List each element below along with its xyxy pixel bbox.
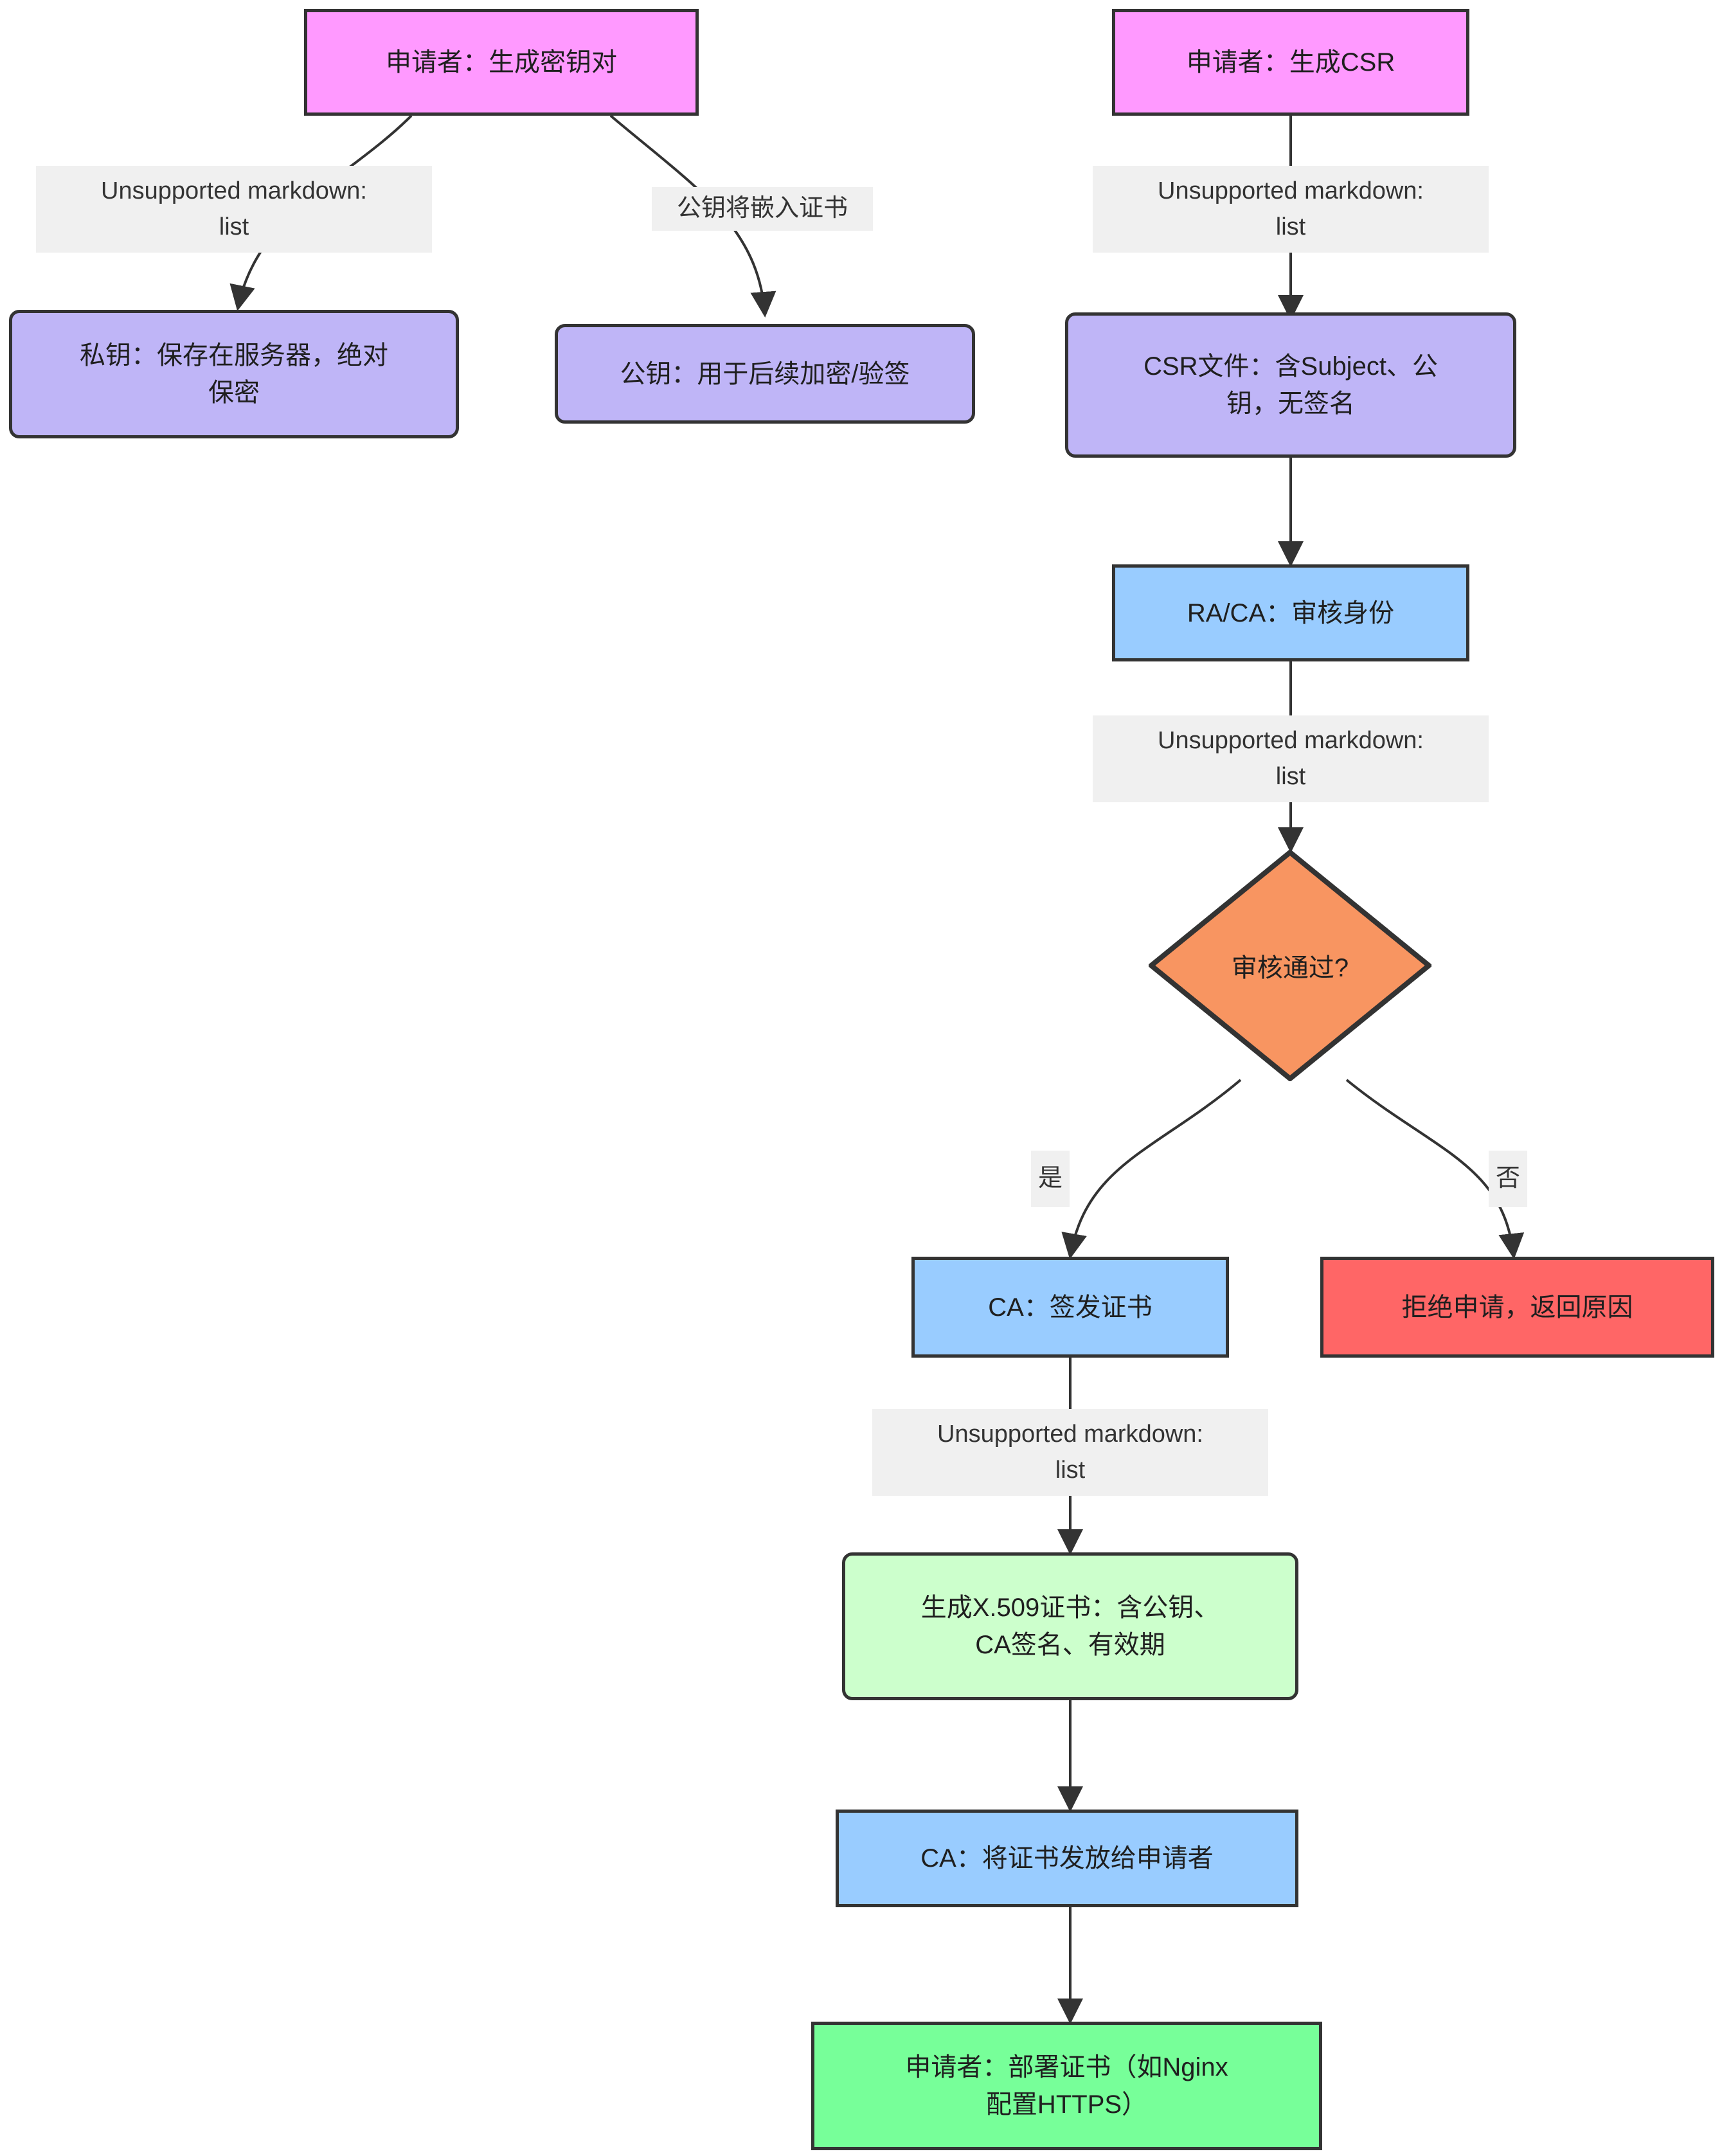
node-x509[interactable]: 生成X.509证书：含公钥、 CA签名、有效期 [842, 1552, 1298, 1700]
edge-label-gencsr-csrfile: Unsupported markdown: list [1093, 166, 1489, 253]
edge-label-keypair-pubkey: 公钥将嵌入证书 [652, 187, 873, 231]
decision-diamond-shape [1149, 850, 1431, 1081]
node-deploy-label: 申请者：部署证书（如Nginx 配置HTTPS） [905, 2053, 1228, 2119]
node-reject[interactable]: 拒绝申请，返回原因 [1320, 1257, 1714, 1358]
node-pubkey-label: 公钥：用于后续加密/验签 [620, 359, 910, 388]
node-decision-label: 审核通过? [1231, 954, 1349, 982]
node-keypair-label: 申请者：生成密钥对 [386, 48, 617, 76]
node-privkey[interactable]: 私钥：保存在服务器，绝对 保密 [9, 310, 459, 438]
node-gencsr[interactable]: 申请者：生成CSR [1112, 9, 1469, 116]
node-x509-label: 生成X.509证书：含公钥、 CA签名、有效期 [920, 1594, 1220, 1659]
node-decision[interactable]: 审核通过? [1149, 850, 1431, 1081]
edge-label-keypair-privkey: Unsupported markdown: list [36, 166, 432, 253]
edge-label-raca-decision: Unsupported markdown: list [1093, 715, 1489, 802]
edge-label-raca-decision-text: Unsupported markdown: list [1158, 727, 1424, 790]
node-csrfile-label: CSR文件：含Subject、公 钥，无签名 [1144, 352, 1438, 418]
edge-label-issue-x509-text: Unsupported markdown: list [937, 1421, 1203, 1484]
node-deploy[interactable]: 申请者：部署证书（如Nginx 配置HTTPS） [811, 2022, 1322, 2150]
node-pubkey[interactable]: 公钥：用于后续加密/验签 [555, 324, 975, 424]
node-reject-label: 拒绝申请，返回原因 [1401, 1293, 1633, 1322]
node-issue[interactable]: CA：签发证书 [911, 1257, 1229, 1358]
edge-label-decision-issue-text: 是 [1037, 1165, 1063, 1192]
edge-label-keypair-privkey-text: Unsupported markdown: list [101, 177, 367, 240]
edge-label-decision-reject: 否 [1489, 1151, 1527, 1207]
node-gencsr-label: 申请者：生成CSR [1186, 48, 1395, 76]
node-issue-label: CA：签发证书 [988, 1293, 1152, 1322]
edge-label-keypair-pubkey-text: 公钥将嵌入证书 [676, 195, 848, 222]
node-privkey-label: 私钥：保存在服务器，绝对 保密 [80, 341, 388, 407]
node-deliver[interactable]: CA：将证书发放给申请者 [836, 1810, 1298, 1907]
node-raca-label: RA/CA：审核身份 [1187, 598, 1395, 627]
edge-label-decision-issue: 是 [1031, 1151, 1070, 1207]
node-csrfile[interactable]: CSR文件：含Subject、公 钥，无签名 [1065, 312, 1516, 458]
node-deliver-label: CA：将证书发放给申请者 [920, 1844, 1214, 1873]
edge-label-gencsr-csrfile-text: Unsupported markdown: list [1158, 177, 1424, 240]
node-keypair[interactable]: 申请者：生成密钥对 [304, 9, 699, 116]
edge-label-issue-x509: Unsupported markdown: list [872, 1409, 1268, 1496]
edge-decision-issue [1061, 1079, 1242, 1259]
edge-label-decision-reject-text: 否 [1495, 1165, 1520, 1192]
node-raca[interactable]: RA/CA：审核身份 [1112, 564, 1469, 661]
